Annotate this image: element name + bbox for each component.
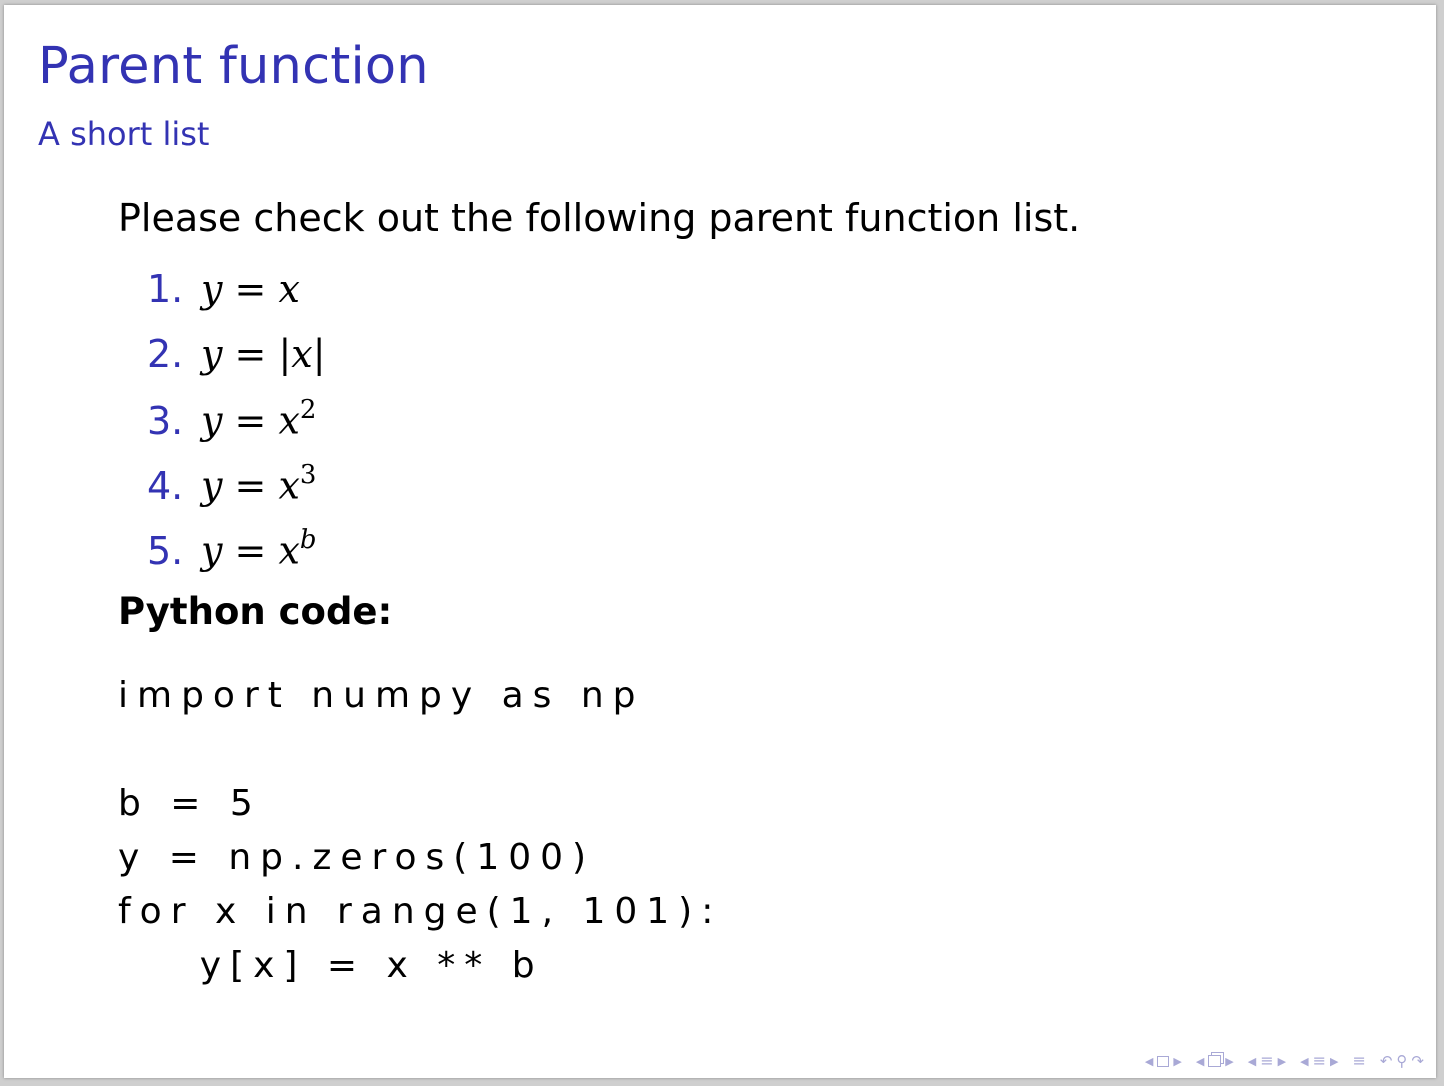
slide-icon[interactable]: ≡	[1312, 1051, 1326, 1070]
frame-title: Parent function	[38, 37, 429, 96]
list-number: 5.	[147, 528, 184, 573]
section-nav: ◀ ≡ ▶	[1248, 1053, 1286, 1069]
next-frame-arrow-icon[interactable]: ▶	[1173, 1054, 1182, 1068]
list-item: 3. y = x2	[147, 395, 317, 447]
code-block: import numpy as np b = 5 y = np.zeros(10…	[118, 669, 722, 993]
list-number: 1.	[147, 267, 184, 311]
math-expression: y = xb	[201, 525, 317, 573]
frame-icon[interactable]	[1157, 1055, 1170, 1067]
code-line: y = np.zeros(100)	[118, 837, 596, 878]
list-item: 4. y = x3	[147, 460, 317, 512]
next-section-arrow-icon[interactable]: ▶	[1277, 1054, 1287, 1068]
slide-nav: ◀ ≡ ▶	[1300, 1053, 1338, 1069]
list-number: 3.	[147, 398, 184, 443]
search-icon[interactable]: ⚲	[1396, 1052, 1408, 1070]
subsection-nav: ◀ ▶	[1196, 1055, 1234, 1068]
list-item: 2. y = |x|	[147, 332, 326, 382]
search-back-icon[interactable]: ↶	[1379, 1052, 1393, 1070]
prev-frame-arrow-icon[interactable]: ◀	[1144, 1054, 1154, 1068]
frame-nav: ◀ ▶	[1145, 1055, 1182, 1068]
prev-subsection-arrow-icon[interactable]: ◀	[1195, 1054, 1205, 1068]
list-number: 2.	[147, 332, 184, 376]
math-expression: y = x3	[201, 460, 317, 508]
subsection-icon[interactable]	[1208, 1055, 1222, 1067]
slide: Parent function A short list Please chec…	[4, 5, 1436, 1078]
document-nav: ≡	[1352, 1053, 1365, 1069]
list-item: 5. y = xb	[147, 525, 317, 577]
prev-section-arrow-icon[interactable]: ◀	[1247, 1054, 1257, 1068]
frame-subtitle: A short list	[38, 115, 210, 153]
list-number: 4.	[147, 463, 184, 508]
code-heading: Python code:	[118, 590, 393, 633]
math-expression: y = x	[201, 267, 300, 311]
search-forward-icon[interactable]: ↷	[1411, 1052, 1424, 1070]
intro-text: Please check out the following parent fu…	[118, 196, 1081, 240]
next-subsection-arrow-icon[interactable]: ▶	[1225, 1054, 1234, 1068]
code-line: y[x] = x ** b	[118, 945, 544, 986]
next-slide-arrow-icon[interactable]: ▶	[1329, 1054, 1339, 1068]
list-item: 1. y = x	[147, 267, 300, 317]
prev-slide-arrow-icon[interactable]: ◀	[1300, 1054, 1309, 1068]
math-expression: y = x2	[201, 395, 317, 443]
code-line	[118, 723, 722, 777]
code-line: for x in range(1, 101):	[118, 891, 723, 932]
search-nav: ↶ ⚲ ↷	[1380, 1052, 1424, 1070]
code-line: import numpy as np	[118, 675, 645, 716]
code-line: b = 5	[118, 783, 262, 824]
section-icon[interactable]: ≡	[1260, 1051, 1274, 1070]
math-expression: y = |x|	[201, 332, 326, 376]
beamer-navigation: ◀ ▶ ◀ ▶ ◀ ≡ ▶ ◀ ≡ ▶ ≡ ↶ ⚲ ↷	[1145, 1052, 1424, 1070]
document-icon[interactable]: ≡	[1352, 1051, 1366, 1070]
